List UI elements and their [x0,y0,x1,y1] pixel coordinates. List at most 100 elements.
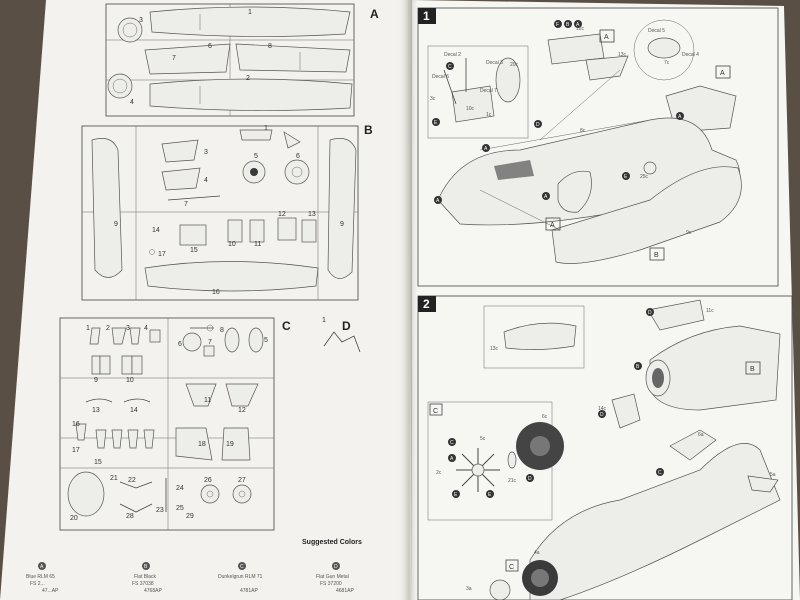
callout-letter: E [434,120,438,126]
step-1-frame [417,7,779,287]
antenna-part [323,331,361,353]
inset-label: Decal 2 [444,52,461,58]
lower-wing-part [144,261,319,292]
fuselage-part [529,442,781,600]
swatch-letter: A [40,564,44,570]
swatch-letter: C [240,564,244,570]
step-1-badge [418,8,436,24]
part-number: 14 [130,407,138,414]
step-number: 2 [423,297,430,311]
sprue-c: C 1 2 3 4 5 6 7 8 9 10 11 12 13 14 15 16… [59,317,291,531]
part-number: 3 [139,17,143,24]
step-2-frame [417,295,793,600]
seat-part [185,383,217,407]
swatch-marker [38,562,46,570]
swatch-letter: D [334,564,338,570]
wheel-part [232,484,252,504]
part-label: 1c [486,112,492,118]
sprue-letter: D [342,319,351,333]
callout-letter: D [528,476,532,482]
fuselage-detail-part [503,322,577,350]
part-number: 21 [110,475,118,482]
swatch-name: Blue RLM 65 [26,574,55,580]
spine-shadow [398,0,420,600]
inset-label: Decal 3 [486,60,503,66]
part-number: 17 [158,251,166,258]
colors-heading: Suggested Colors [302,539,362,546]
sprue-letter: A [370,7,379,21]
canopy-part [67,471,105,517]
tail-part [161,167,201,191]
callout-letter: A [576,22,580,28]
inset-label: Decal 7 [480,88,497,94]
part-label: 2c [436,470,442,476]
seat-part [557,170,592,213]
instrument-panel-part [647,37,681,59]
part-number: 22 [128,477,136,484]
part-label: 6c [542,414,548,420]
fuselage-front-part [649,325,781,411]
panel-part [585,55,629,81]
inset-label: Decal 6 [432,74,449,80]
part-number: 16 [72,421,80,428]
wheel-part [200,484,220,504]
part-number: 14 [152,227,160,234]
part-label: 21c [508,478,517,484]
swatch-code: FS 37038 [132,581,154,587]
small-part [249,219,265,243]
windscreen-part [647,299,705,331]
part-label: 7c [664,60,670,66]
part-number: 7 [184,201,188,208]
wing-part [144,43,231,75]
fuselage-lower-part [551,166,742,264]
swatch-name: Flat Gun Metal [316,574,349,580]
part-label: 12c [576,26,585,32]
inset-label: Decal 5 [648,28,665,34]
part-number: 9 [340,221,344,228]
assembly-box: B [750,366,755,373]
part-number: 8 [220,327,224,334]
part-label: 3a [466,586,472,592]
swatch-model: 4781AP [240,588,258,594]
part-number: 11 [204,397,211,404]
tail-part [669,429,717,461]
part-number: 15 [94,459,102,466]
part-number: 11 [254,241,261,248]
swatch-name: Dunkelgrun RLM 71 [218,574,263,580]
step-number: 1 [423,9,430,23]
part-label: 5a [770,472,776,478]
sprue-b: B 1 3 4 5 6 7 9 9 10 11 12 13 14 15 16 1… [81,123,373,301]
swatch-code: FS 37200 [320,581,342,587]
callout-letter: A [544,194,548,200]
part-label: 25c [640,174,649,180]
swatch-name: Flat Black [134,574,156,580]
part-label: 4a [534,550,540,556]
engine-part [284,159,310,185]
part-number: 5 [254,153,258,160]
callout-letter: F [556,22,559,28]
suggested-colors: Suggested Colors A Blue RLM 65 FS 2... 4… [26,539,362,594]
step-1: 1 Decal 5 Decal 4 Decal 2 Decal 3 Decal … [417,7,779,287]
part-number: 20 [70,515,78,522]
callout-letter: A [678,114,682,120]
part-number: 16 [212,289,220,296]
part-number: 2 [106,325,110,332]
part-number: 12 [278,211,286,218]
part-number: 23 [156,507,164,514]
part-number: 25 [176,505,184,512]
detail-inset [483,305,585,369]
part-number: 28 [126,513,134,520]
strut-part [221,427,251,461]
small-part [227,219,243,243]
sprue-a: A 3 1 7 6 8 2 4 [105,3,379,117]
swatch-code: FS 2... [30,581,45,587]
part-number: 10 [228,241,236,248]
callout-letter: D [536,122,540,128]
part-label: 11c [706,308,714,314]
part-number: 29 [186,513,194,520]
strut-part [175,427,213,461]
part-label: 13c [618,52,627,58]
part-number: 24 [176,485,184,492]
part-number: 4 [204,177,208,184]
